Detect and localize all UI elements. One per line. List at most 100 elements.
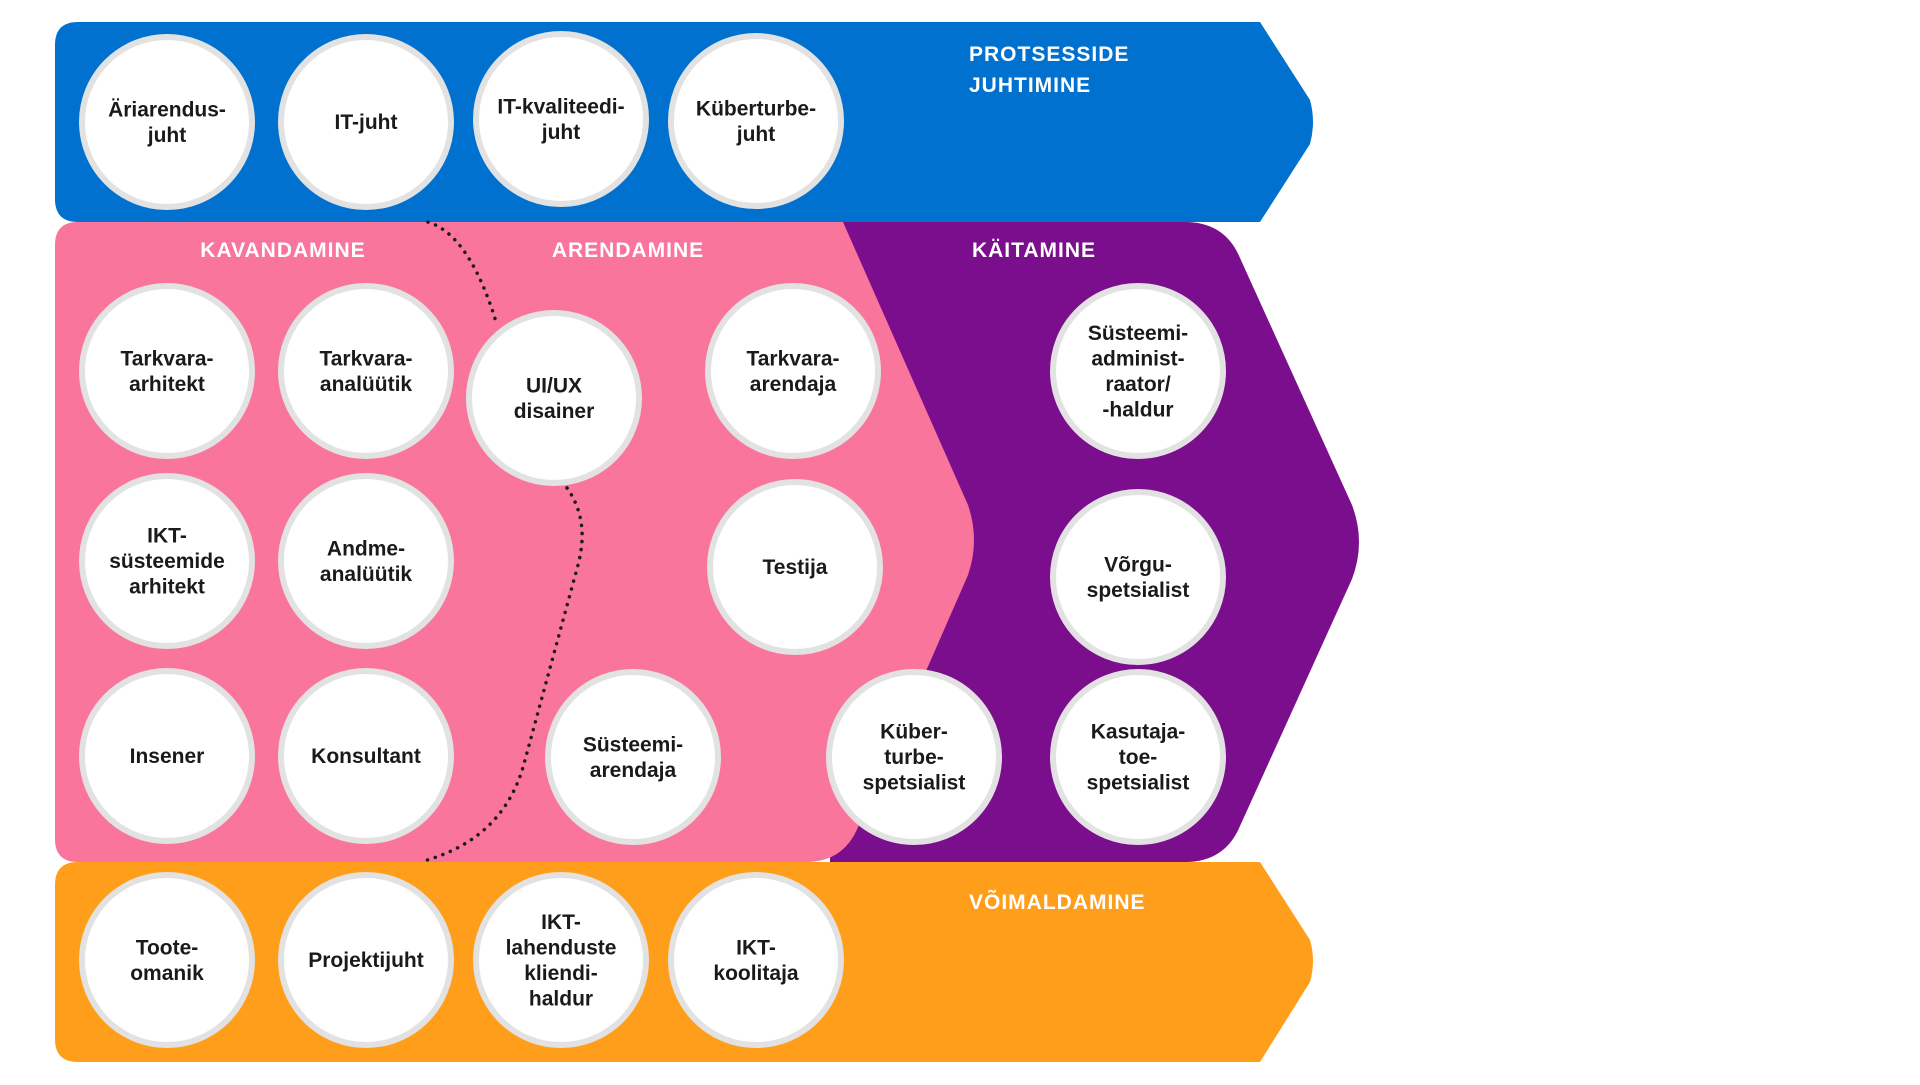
role-circle-shape (79, 872, 255, 1048)
role-label-line: Süsteemi- (1088, 322, 1188, 345)
development-section-title: ARENDAMINE (552, 239, 704, 262)
role-label-line: Toote- (136, 936, 199, 959)
planning-section-title: KAVANDAMINE (200, 239, 365, 262)
role-label: Andme-analüütik (320, 537, 413, 586)
role-label-line: IT-kvaliteedi- (497, 95, 624, 118)
role-label: Küberturbe-juht (696, 97, 816, 146)
role-circle-enabling-0[interactable]: Toote-omanik (79, 872, 255, 1048)
role-circle-development-2[interactable]: Testija (707, 479, 883, 655)
role-label-line: arhitekt (129, 373, 205, 396)
role-circle-shape (79, 473, 255, 649)
role-label-line: analüütik (320, 373, 413, 396)
role-circle-process-1[interactable]: IT-juht (278, 34, 454, 210)
role-label-line: Küber- (880, 721, 948, 744)
operations-section-title: KÄITAMINE (972, 239, 1096, 262)
role-label-line: arhitekt (129, 576, 205, 599)
role-circle-shape (278, 283, 454, 459)
role-label: UI/UX disainer (514, 374, 595, 423)
role-circle-shape (278, 872, 454, 1048)
role-label-line: juht (541, 121, 580, 144)
role-circle-process-3[interactable]: Küberturbe-juht (668, 33, 844, 209)
enabling-section-title: VÕIMALDAMINE (969, 890, 1146, 914)
process-title-line-2: JUHTIMINE (969, 74, 1091, 97)
role-label-line: IKT- (541, 911, 581, 934)
role-label: Tarkvara-arhitekt (120, 347, 213, 396)
role-circle-process-0[interactable]: Äriarendus-juht (79, 34, 255, 210)
role-circle-development-1[interactable]: Tarkvara-arendaja (705, 283, 881, 459)
role-label: Toote-omanik (130, 936, 204, 985)
role-circles: Äriarendus-juht IT-juht IT-kvaliteedi-juht… (79, 31, 1226, 1048)
role-label: Kasutaja-toe-spetsialist (1087, 721, 1190, 795)
role-circle-development-4[interactable]: Küber-turbe-spetsialist (826, 669, 1002, 845)
role-circle-shape (466, 310, 642, 486)
role-label-line: arendaja (590, 759, 677, 782)
role-label-line: spetsialist (863, 772, 966, 795)
role-label: Süsteemi-administ-raator/-haldur (1088, 322, 1188, 422)
role-circle-shape (473, 31, 649, 207)
role-label-line: arendaja (750, 373, 837, 396)
role-label-line: Andme- (327, 537, 405, 560)
role-circle-operations-1[interactable]: Võrgu-spetsialist (1050, 489, 1226, 665)
role-label: Äriarendus-juht (108, 98, 226, 147)
role-circle-shape (826, 669, 1002, 845)
role-circle-shape (707, 479, 883, 655)
role-circle-shape (278, 668, 454, 844)
role-label: Küber-turbe-spetsialist (863, 721, 966, 795)
role-label-line: Tarkvara- (319, 347, 412, 370)
role-circle-development-3[interactable]: Süsteemi-arendaja (545, 669, 721, 845)
role-label-line: omanik (130, 962, 204, 985)
role-circle-planning-3[interactable]: Andme-analüütik (278, 473, 454, 649)
role-label-line: disainer (514, 400, 595, 423)
role-circle-planning-4[interactable]: Insener (79, 668, 255, 844)
process-section-title: PROTSESSIDE JUHTIMINE (969, 43, 1136, 97)
role-label: Võrgu-spetsialist (1087, 553, 1190, 602)
role-circle-development-0[interactable]: UI/UX disainer (466, 310, 642, 486)
role-label-line: juht (736, 123, 775, 146)
planning-development-boundary (418, 220, 584, 864)
role-circle-process-2[interactable]: IT-kvaliteedi-juht (473, 31, 649, 207)
role-label: Tarkvara-analüütik (319, 347, 412, 396)
role-circle-shape (1050, 283, 1226, 459)
role-circle-shape (545, 669, 721, 845)
role-label-line: analüütik (320, 563, 413, 586)
role-circle-enabling-3[interactable]: IKT-koolitaja (668, 872, 844, 1048)
role-circle-shape (1050, 489, 1226, 665)
role-label-line: Kasutaja- (1091, 721, 1186, 744)
role-label-line: spetsialist (1087, 772, 1190, 795)
role-label-line: UI/UX (526, 374, 582, 397)
role-label-line: administ- (1091, 347, 1184, 370)
role-circle-shape (278, 473, 454, 649)
role-label-line: Projektijuht (308, 949, 424, 972)
role-circle-shape (668, 33, 844, 209)
role-label-line: Äriarendus- (108, 98, 226, 121)
role-circle-planning-0[interactable]: Tarkvara-arhitekt (79, 283, 255, 459)
role-circle-enabling-1[interactable]: Projektijuht (278, 872, 454, 1048)
role-circle-operations-0[interactable]: Süsteemi-administ-raator/-haldur (1050, 283, 1226, 459)
role-label-line: Võrgu- (1104, 553, 1172, 576)
role-circle-shape (79, 283, 255, 459)
role-circle-shape (79, 668, 255, 844)
role-label-line: koolitaja (713, 962, 799, 985)
role-label-line: lahenduste (506, 936, 617, 959)
role-circle-planning-5[interactable]: Konsultant (278, 668, 454, 844)
role-label-line: Testija (763, 556, 828, 579)
role-label-line: -haldur (1102, 398, 1173, 421)
role-circle-shape (79, 34, 255, 210)
role-label: Konsultant (311, 745, 421, 768)
role-circle-shape (473, 872, 649, 1048)
role-label-line: juht (147, 124, 186, 147)
role-label: IT-kvaliteedi-juht (497, 95, 624, 144)
role-label: Tarkvara-arendaja (746, 347, 839, 396)
role-circle-operations-2[interactable]: Kasutaja-toe-spetsialist (1050, 669, 1226, 845)
role-label-line: süsteemide (109, 550, 225, 573)
role-circle-shape (1050, 669, 1226, 845)
role-label-line: toe- (1119, 746, 1158, 769)
role-label-line: kliendi- (524, 962, 598, 985)
role-label-line: raator/ (1105, 373, 1171, 396)
role-circle-planning-1[interactable]: Tarkvara-analüütik (278, 283, 454, 459)
